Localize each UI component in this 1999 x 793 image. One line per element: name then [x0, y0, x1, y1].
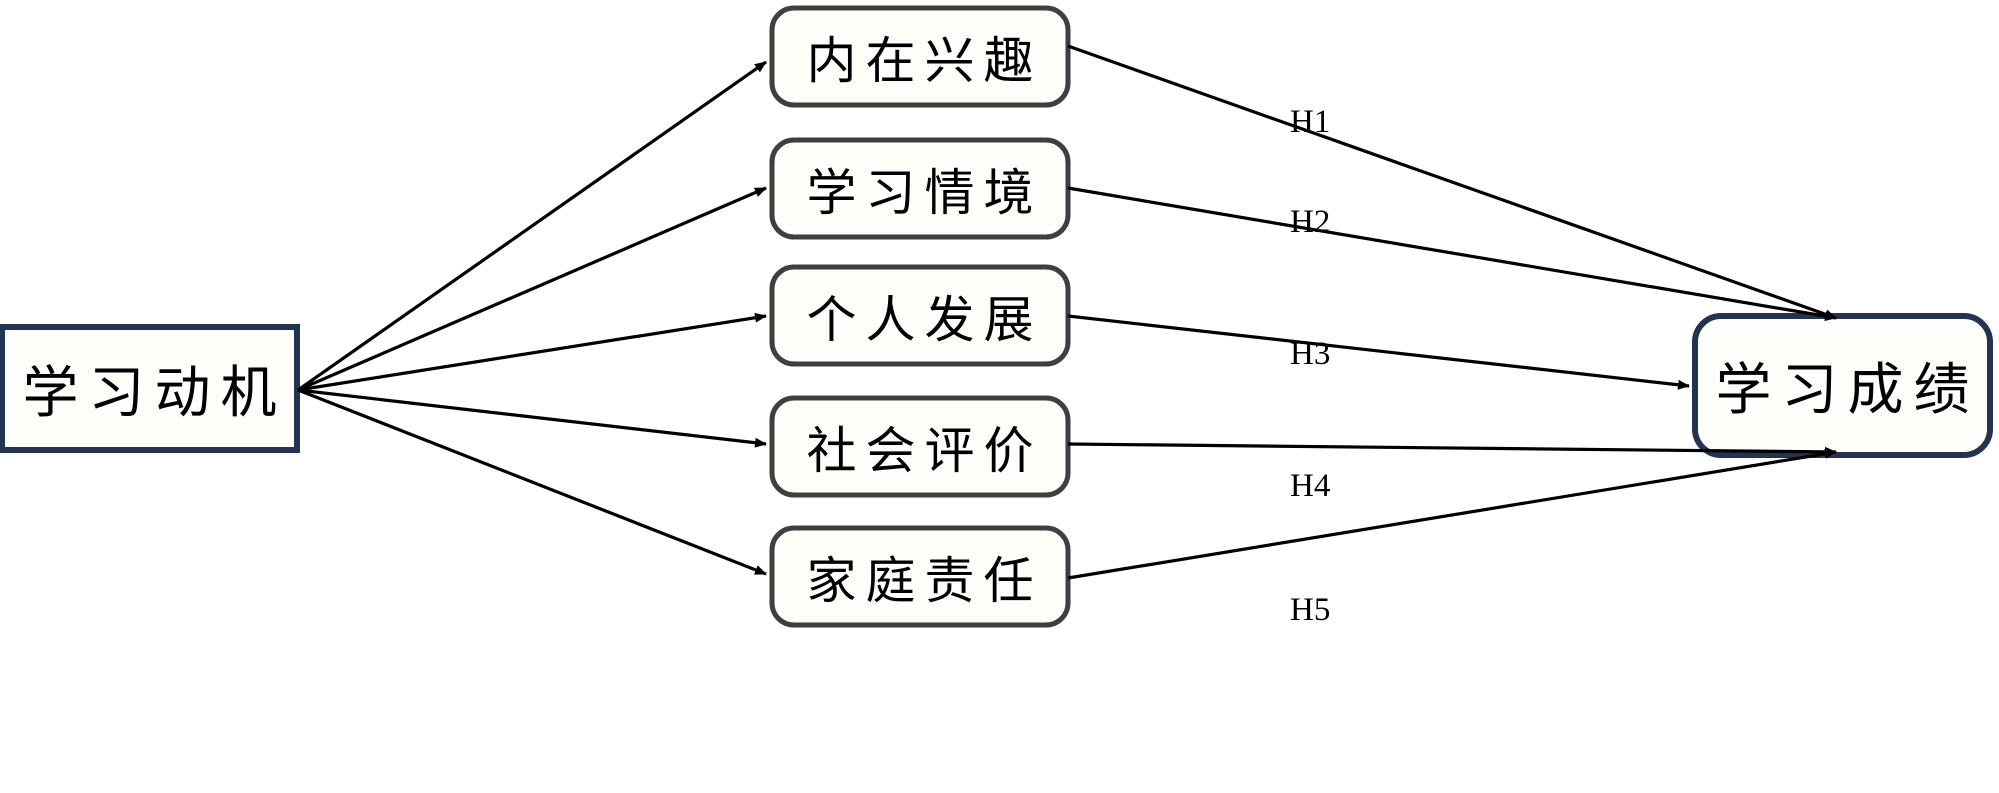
edge-learning-context-achievement [1067, 186, 1837, 322]
node-motivation-shape[interactable] [0, 324, 300, 453]
node-learning-context-shape[interactable] [769, 137, 1071, 240]
node-social-evaluation-shape[interactable] [769, 395, 1071, 498]
edge-motivation-personal-development [297, 312, 767, 392]
edge-personal-development-achievement [1067, 314, 1690, 390]
hypothesis-label-h4: H4 [1290, 468, 1331, 504]
edge-social-evaluation-achievement [1067, 442, 1837, 457]
edge-motivation-learning-context [297, 186, 767, 392]
hypothesis-label-h3: H3 [1290, 336, 1331, 372]
hypothesis-label-h5: H5 [1290, 592, 1331, 628]
edge-family-responsibility-achievement [1067, 448, 1837, 580]
hypothesis-label-h1: H1 [1290, 104, 1331, 140]
node-academic-achievement-shape[interactable] [1692, 313, 1993, 458]
edge-motivation-family-responsibility [297, 388, 767, 576]
node-intrinsic-interest-shape[interactable] [769, 5, 1071, 108]
hypothesis-label-h2: H2 [1290, 204, 1331, 240]
node-personal-development-shape[interactable] [769, 264, 1071, 367]
node-family-responsibility-shape[interactable] [769, 525, 1071, 628]
edge-motivation-intrinsic-interest [297, 60, 767, 392]
edge-motivation-social-evaluation [297, 388, 767, 448]
edge-intrinsic-interest-achievement [1067, 44, 1837, 320]
